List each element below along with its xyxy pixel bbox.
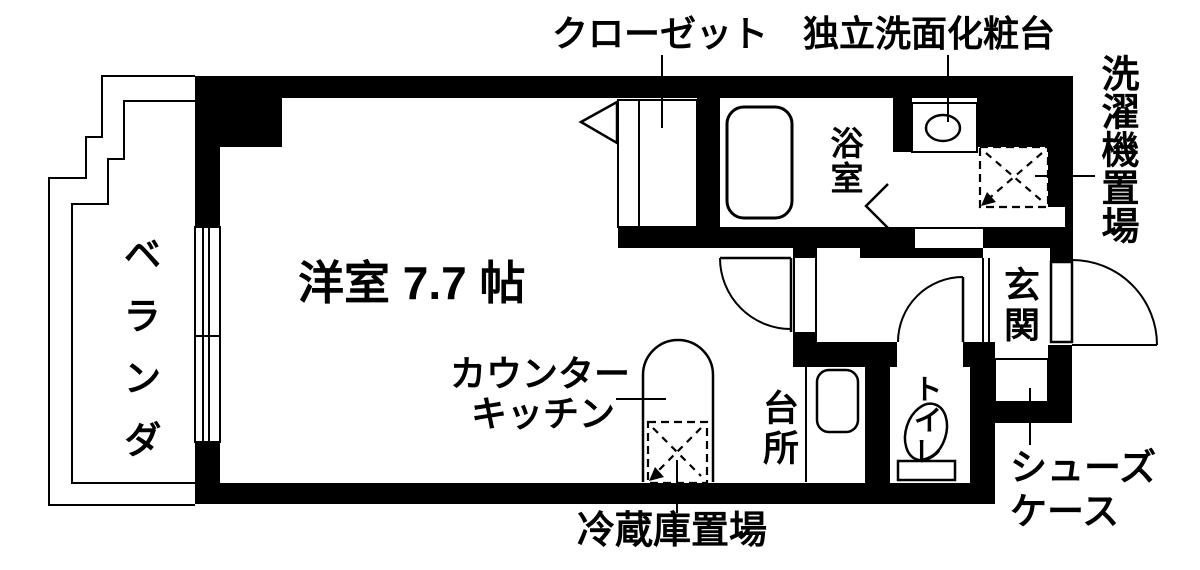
wall-openings: [897, 229, 983, 367]
wall-hall-band: [793, 342, 995, 367]
counter: [641, 338, 715, 482]
wall-closet-bath: [697, 98, 720, 227]
closet-label: クローゼット: [552, 13, 769, 54]
entrance-door-leaf: [1049, 260, 1074, 344]
kitchen-sink: [815, 368, 860, 434]
wall-top: [195, 76, 1073, 98]
toilet-bowl: [903, 402, 949, 462]
room-door-swing: [719, 257, 792, 330]
washer-area-label: 洗濯機置場: [1095, 54, 1137, 244]
closet-box: [617, 99, 698, 228]
washing-machine-arrow: [981, 192, 996, 206]
bath-folding-door: [864, 183, 889, 229]
leader-lines: [616, 55, 1095, 513]
opening-toilet-door: [897, 342, 963, 367]
kitchen-label: 台所: [758, 389, 799, 469]
wall-bottom: [195, 483, 995, 504]
toilet-door-swing: [897, 276, 964, 343]
kitchen: [641, 338, 860, 485]
wall-mid-band: [618, 227, 1073, 248]
wall-bath-right: [893, 98, 912, 152]
veranda-label: ベランダ: [117, 234, 159, 482]
balcony-inner-line: [71, 100, 195, 484]
washing-machine-x: [985, 152, 1043, 202]
closet: [578, 99, 698, 228]
shoe-case-label-line1: シューズ: [1010, 447, 1157, 488]
wall-roomdoor-bottom: [793, 332, 817, 342]
toilet: [896, 402, 957, 482]
washbasin-bowl: [924, 113, 962, 143]
toilet-label: トイレ: [909, 374, 941, 467]
wall-below-entrance-door: [1048, 345, 1072, 423]
balcony-outer-line: [48, 75, 195, 506]
bathtub: [725, 105, 794, 220]
doors: [719, 256, 1158, 346]
washing-machine-x: [985, 152, 1043, 202]
wall-above-entrance-door: [1050, 248, 1073, 262]
wall-left-upper: [195, 98, 220, 227]
closet-door-triangle: [578, 99, 619, 146]
balcony-outline: [48, 75, 195, 506]
genkan: [982, 258, 1049, 403]
room-title: 洋室 7.7 帖: [298, 257, 526, 309]
counter-kitchen-label-line2: キッチン: [470, 393, 616, 434]
refrigerator-x: [652, 427, 702, 477]
window-frame: [194, 226, 221, 443]
washroom: [911, 102, 1050, 209]
toilet-tank: [896, 459, 957, 482]
genkan-label: 玄関: [999, 266, 1040, 346]
wall-toilet-left: [865, 367, 890, 483]
fridge-area-label: 冷蔵庫置場: [577, 510, 768, 552]
counter-kitchen-label-line1: カウンター: [449, 353, 631, 394]
wall-topright-mass: [977, 98, 1065, 147]
wall-mid-band-chunk: [860, 248, 983, 258]
vanity-label: 独立洗面化粧台: [803, 13, 1056, 54]
entrance-door-swing: [1071, 259, 1158, 346]
wall-toilet-right: [970, 367, 995, 483]
balcony-window: [194, 226, 221, 443]
wall-roomdoor-top: [793, 248, 817, 258]
shoe-case-label-line2: ケース: [1010, 491, 1120, 532]
bathroom: [725, 105, 889, 229]
opening-washroom: [915, 229, 983, 248]
shoe-case-box: [994, 358, 1049, 403]
refrigerator-arrow: [649, 467, 664, 481]
walls: [195, 76, 1073, 504]
refrigerator-x: [652, 427, 702, 477]
bath-label: 浴室: [826, 126, 863, 196]
